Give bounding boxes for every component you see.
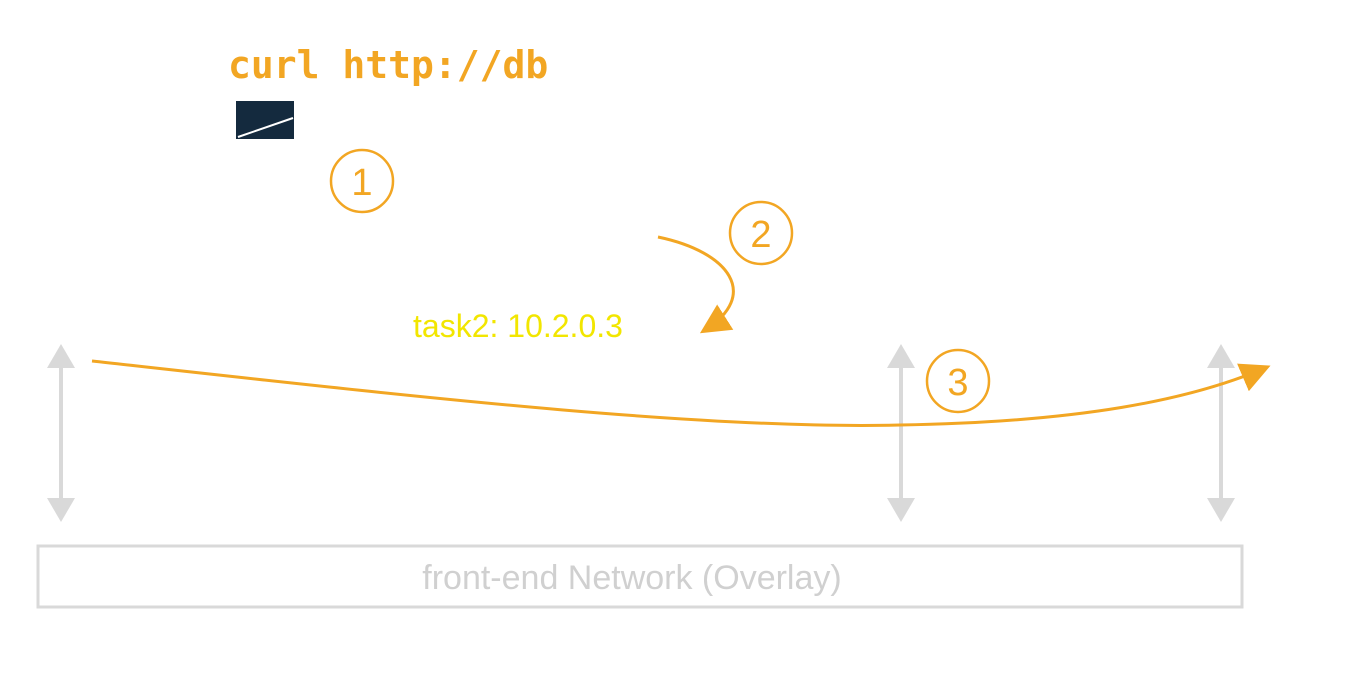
dns-lookup-arrow (657, 235, 735, 334)
step-2-label: 2 (750, 214, 771, 256)
step-1-label: 1 (351, 162, 372, 204)
terminal-icon (236, 101, 294, 139)
curl-command: curl http://db (228, 43, 548, 87)
network-label: front-end Network (Overlay) (422, 559, 841, 597)
step-2-marker: 2 (728, 200, 794, 266)
double-arrow-icon (1207, 344, 1235, 522)
dns-answer: task2: 10.2.0.3 (413, 308, 623, 344)
double-arrow-icon (47, 344, 75, 522)
front-end-network-box: front-end Network (Overlay) (36, 544, 1244, 609)
double-arrow-icon (887, 344, 915, 522)
step-3-label: 3 (947, 362, 968, 404)
request-route-arrow (91, 359, 1271, 427)
step-1-marker: 1 (329, 148, 395, 214)
step-3-marker: 3 (925, 348, 991, 414)
